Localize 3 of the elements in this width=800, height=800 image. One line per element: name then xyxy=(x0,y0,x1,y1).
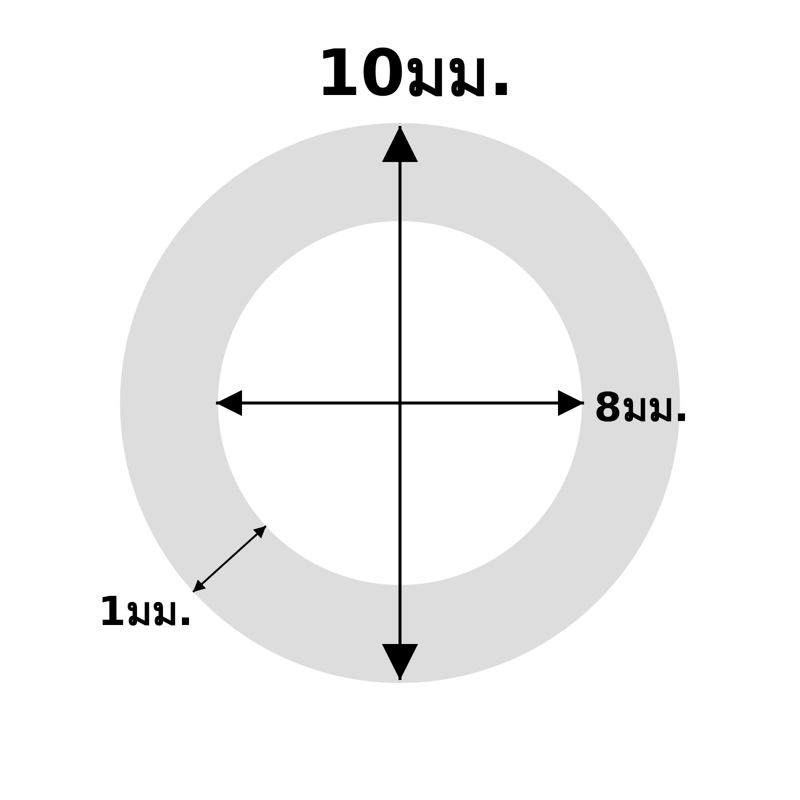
dimension-label: 10มม. xyxy=(316,42,514,106)
dimension-label: 1มม. xyxy=(98,592,194,632)
dimension-label: 8มม. xyxy=(594,388,690,428)
